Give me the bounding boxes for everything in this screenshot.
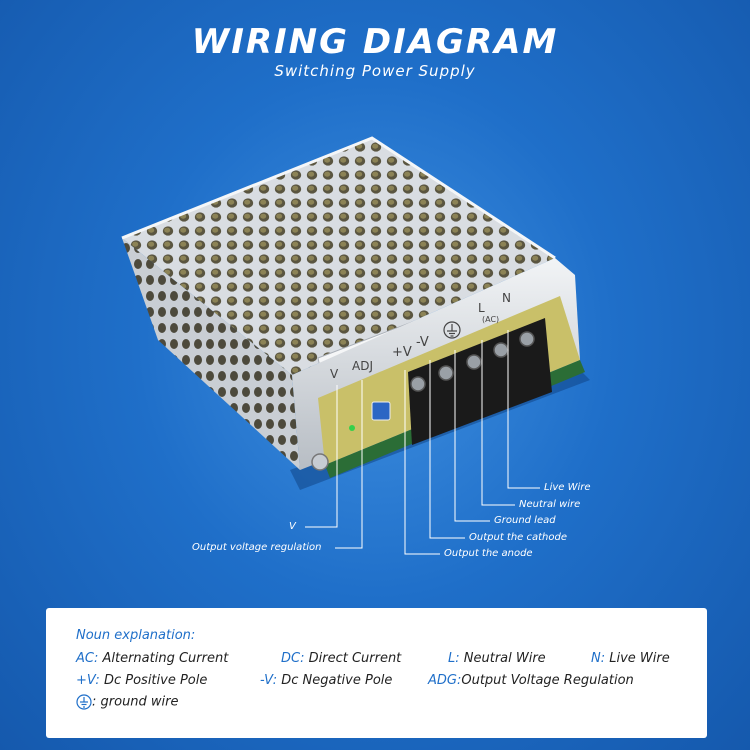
led-indicator	[349, 425, 355, 431]
noun-plus-v-key: +V:	[76, 673, 100, 688]
noun-adg-key: ADG:	[428, 673, 462, 688]
noun-minus-v: -V: Dc Negative Pole	[260, 673, 392, 688]
label-plus-v: +V	[392, 345, 412, 360]
page-subtitle: Switching Power Supply	[274, 62, 476, 80]
callout-lines	[305, 330, 540, 555]
noun-dc-value: Direct Current	[304, 651, 402, 666]
terminal-screws	[410, 331, 535, 392]
noun-l-value: Neutral Wire	[459, 651, 546, 666]
callout-v: V	[289, 521, 296, 532]
noun-dc-key: DC:	[281, 651, 305, 666]
noun-adg: ADG:Output Voltage Regulation	[428, 673, 634, 688]
noun-n-key: N:	[591, 651, 606, 666]
cage-top	[122, 138, 555, 375]
cage-edge	[121, 136, 556, 260]
callout-live-wire: Live Wire	[544, 482, 591, 493]
noun-ac-value: Alternating Current	[98, 651, 229, 666]
ground-icon	[76, 694, 92, 710]
noun-ac-key: AC:	[76, 651, 99, 666]
noun-adg-value: Output Voltage Regulation	[461, 673, 634, 688]
noun-n: N: Live Wire	[591, 651, 670, 666]
noun-minus-v-value: Dc Negative Pole	[277, 673, 393, 688]
terminal-block	[408, 318, 552, 445]
noun-explanation-heading: Noun explanation:	[76, 628, 196, 643]
chassis-screw	[311, 453, 329, 471]
noun-minus-v-key: -V:	[260, 673, 278, 688]
label-n: N	[502, 291, 511, 305]
noun-plus-v: +V: Dc Positive Pole	[76, 673, 207, 688]
noun-ground-value: : ground wire	[92, 694, 179, 710]
noun-n-value: Live Wire	[605, 651, 670, 666]
label-minus-v: -V	[416, 335, 429, 350]
label-v: V	[330, 367, 339, 381]
label-adj: ADJ	[352, 359, 373, 373]
noun-l-key: L:	[448, 651, 460, 666]
label-l: L	[478, 301, 485, 315]
noun-l: L: Neutral Wire	[448, 651, 546, 666]
noun-ac: AC: Alternating Current	[76, 651, 228, 666]
potentiometer	[371, 401, 391, 421]
noun-plus-v-value: Dc Positive Pole	[99, 673, 208, 688]
callout-ground-lead: Ground lead	[494, 515, 556, 526]
noun-dc: DC: Direct Current	[281, 651, 401, 666]
callout-output-voltage-regulation: Output voltage regulation	[192, 542, 322, 553]
callout-output-cathode: Output the cathode	[469, 532, 568, 543]
noun-ground: : ground wire	[76, 694, 179, 710]
cage-left-side	[122, 238, 300, 470]
callout-neutral-wire: Neutral wire	[519, 499, 581, 510]
callout-output-anode: Output the anode	[444, 548, 533, 559]
ground-symbol-icon	[443, 321, 461, 339]
page-title: WIRING DIAGRAM	[191, 22, 559, 62]
label-ac: (AC)	[482, 315, 499, 324]
noun-explanation-panel: Noun explanation: AC: Alternating Curren…	[46, 608, 707, 738]
